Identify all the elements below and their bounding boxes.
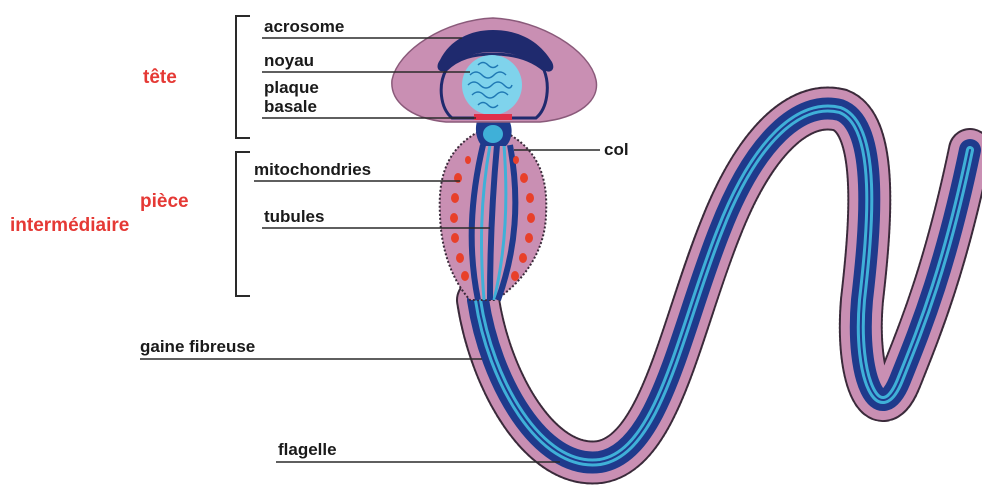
group-label-midpiece-2: intermédiaire (10, 215, 129, 236)
basal-plate (474, 114, 512, 120)
head-bracket (236, 16, 250, 138)
midpiece (440, 132, 547, 300)
label-acrosome: acrosome (264, 17, 344, 36)
head (392, 18, 597, 122)
label-flagellum: flagelle (278, 440, 337, 459)
label-basal-plate-2: basale (264, 97, 317, 116)
group-label-midpiece-1: pièce (140, 191, 189, 212)
group-label-head: tête (143, 67, 177, 88)
label-tubules: tubules (264, 207, 324, 226)
label-mitochondria: mitochondries (254, 160, 371, 179)
label-fibrous-sheath: gaine fibreuse (140, 337, 255, 356)
label-neck: col (604, 140, 629, 159)
midpiece-bracket (236, 152, 250, 296)
label-basal-plate-1: plaque (264, 78, 319, 97)
label-nucleus: noyau (264, 51, 314, 70)
flagellum-tail (478, 109, 970, 463)
